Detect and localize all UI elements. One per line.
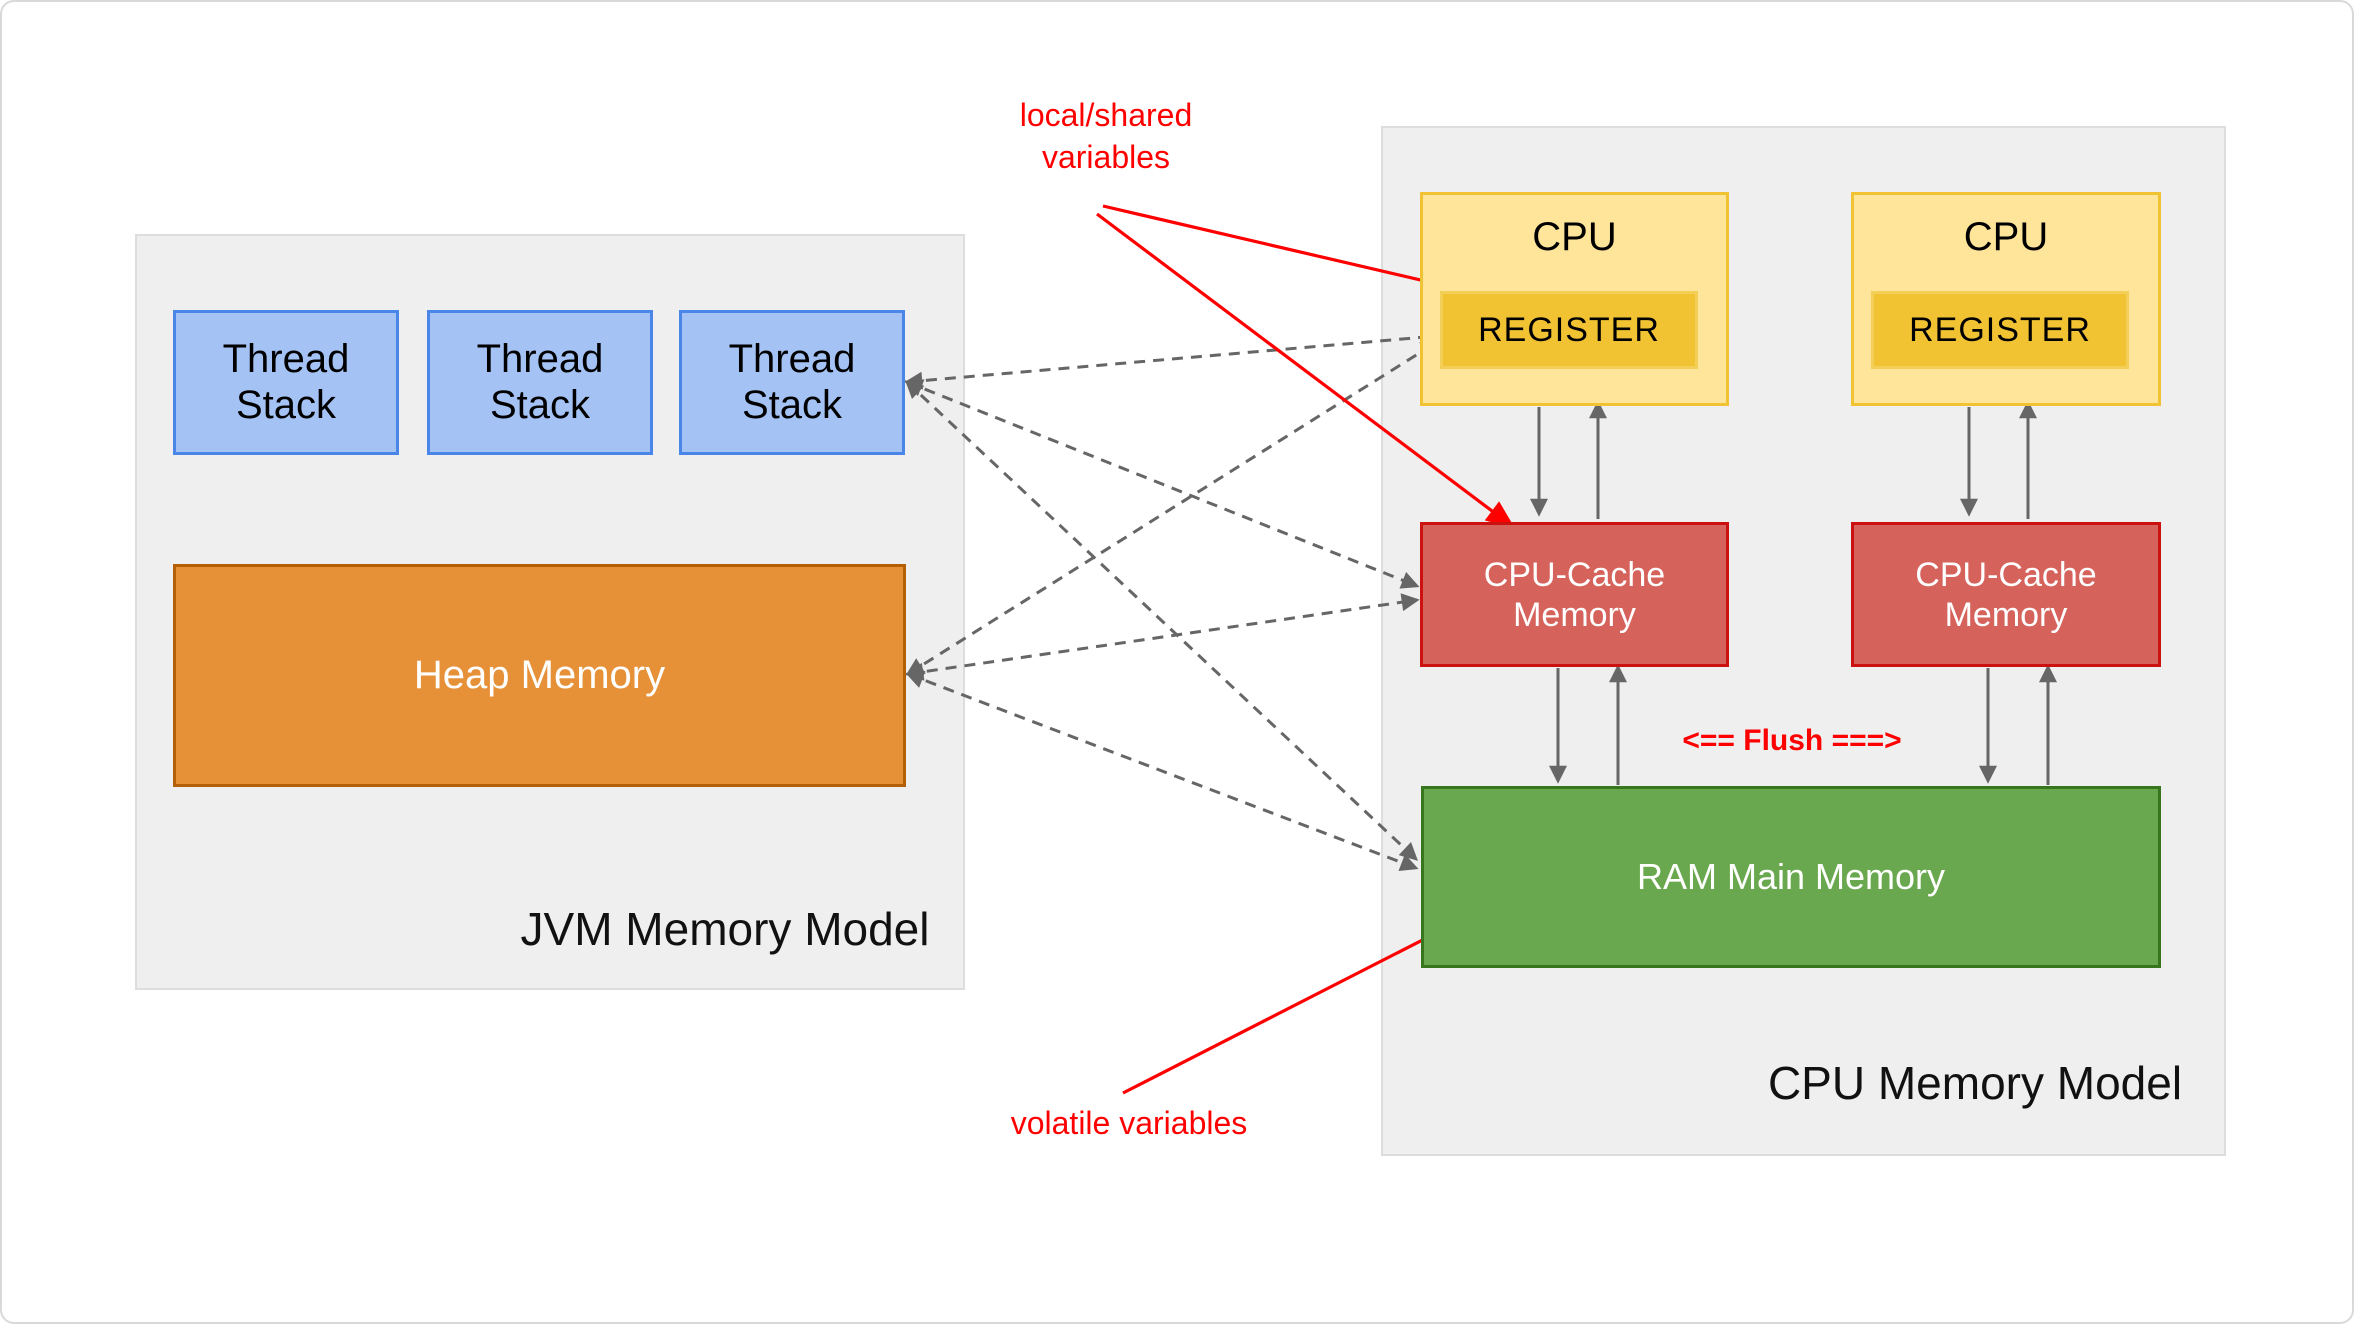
dashed-arrow-threadstack-cache (904, 379, 1420, 589)
dashed-arrow-threadstack-ram (905, 380, 1418, 861)
local-shared-variables-annotation: local/shared variables (956, 94, 1256, 178)
register-box-1: REGISTER (1440, 291, 1698, 369)
local-shared-line2: variables (1041, 139, 1171, 175)
thread-stack-box-1: Thread Stack (173, 310, 399, 455)
thread-stack-label: Thread Stack (222, 337, 350, 427)
cache-label-line1: CPU-Cache (1483, 555, 1666, 594)
ram-main-memory-label: RAM Main Memory (1636, 856, 1946, 897)
cpu-cache-box-1: CPU-Cache Memory (1420, 522, 1729, 667)
cache-label-line1: CPU-Cache (1915, 555, 2097, 594)
cpu-panel-title: CPU Memory Model (1767, 1057, 2183, 1109)
local-shared-line1: local/shared (1019, 97, 1193, 133)
heap-memory-label: Heap Memory (413, 653, 666, 697)
dashed-arrow-threadstack-register (904, 328, 1440, 390)
ram-main-memory-box: RAM Main Memory (1421, 786, 2161, 968)
register-label: REGISTER (1478, 310, 1660, 349)
dashed-arrow-heap-ram (905, 671, 1419, 871)
thread-stack-box-3: Thread Stack (679, 310, 905, 455)
flush-annotation: <== Flush ===> (1682, 724, 1902, 757)
dashed-arrow-heap-cache (905, 593, 1420, 681)
register-label: REGISTER (1909, 310, 2091, 349)
thread-stack-box-2: Thread Stack (427, 310, 653, 455)
cpu-label: CPU (1963, 215, 2049, 259)
cpu-box-1: CPU REGISTER (1420, 192, 1729, 406)
cpu-box-2: CPU REGISTER (1851, 192, 2161, 406)
cpu-cache-box-2: CPU-Cache Memory (1851, 522, 2161, 667)
jvm-panel-title: JVM Memory Model (520, 903, 930, 955)
cache-label-line2: Memory (1944, 595, 2068, 634)
thread-stack-label: Thread Stack (728, 337, 856, 427)
cpu-label: CPU (1532, 215, 1617, 259)
register-box-2: REGISTER (1871, 291, 2129, 369)
dashed-arrow-heap-register (905, 340, 1440, 676)
heap-memory-box: Heap Memory (173, 564, 906, 787)
cache-label-line2: Memory (1513, 595, 1636, 634)
thread-stack-label: Thread Stack (476, 337, 604, 427)
volatile-variables-annotation: volatile variables (1010, 1105, 1248, 1141)
